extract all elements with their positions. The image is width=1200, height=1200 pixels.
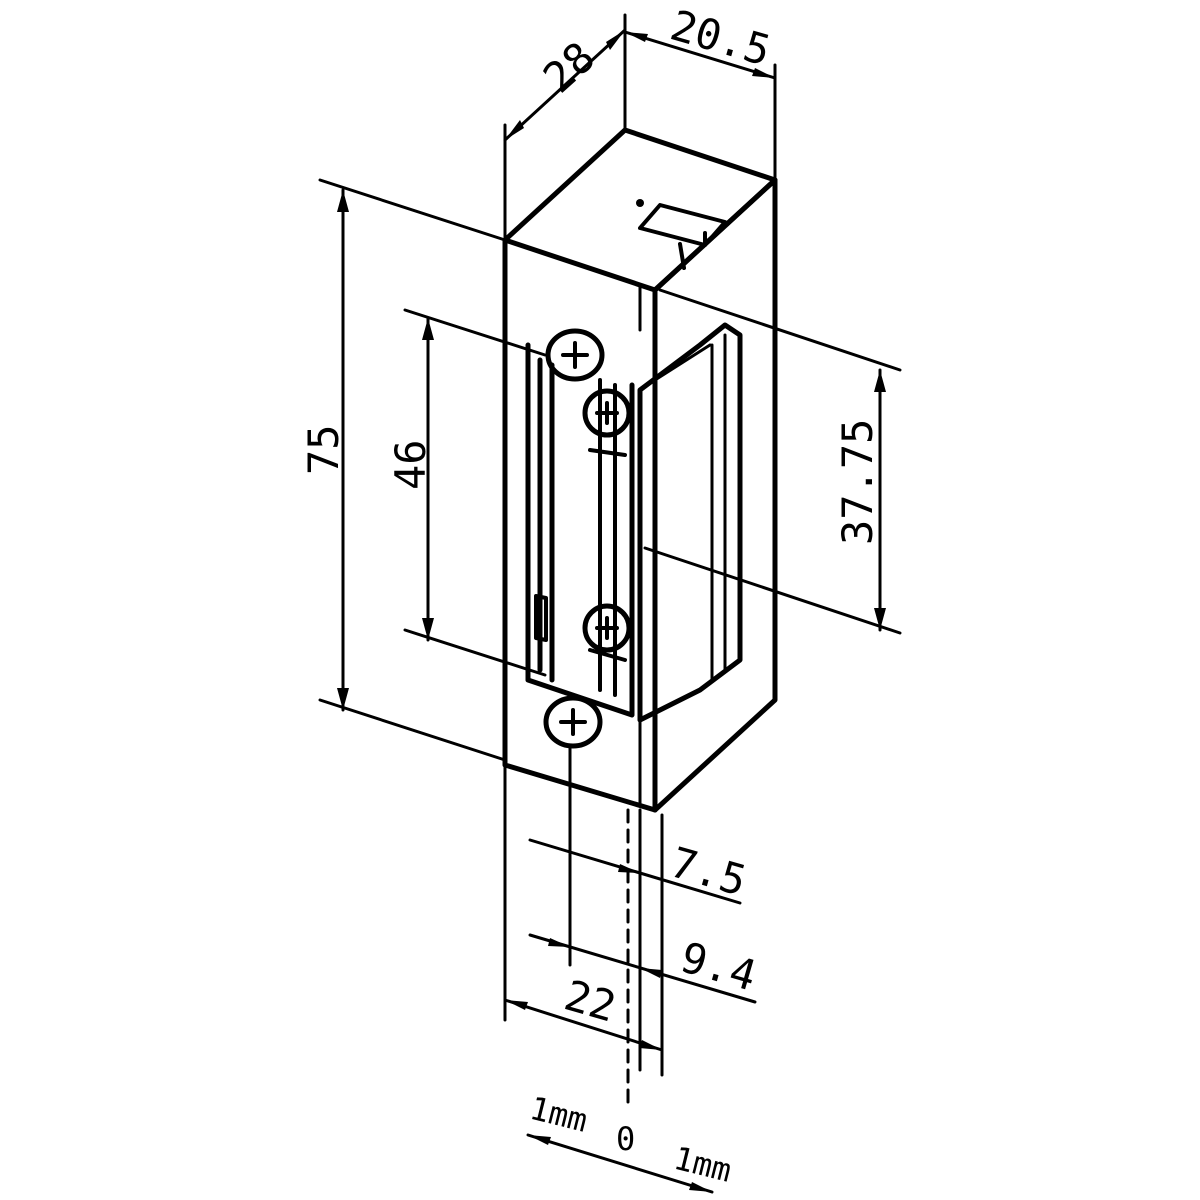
latch-slot xyxy=(534,594,548,642)
latch-mechanism xyxy=(525,322,743,723)
label-latch-center: 37.75 xyxy=(833,419,882,545)
label-adjust-left: 1mm xyxy=(526,1089,591,1140)
label-adjust-zero: 0 xyxy=(616,1120,635,1158)
label-height-total: 75 xyxy=(299,424,348,475)
extension-lines-bottom xyxy=(503,746,664,1112)
dimension-depth: 28 xyxy=(503,13,627,242)
top-face xyxy=(502,127,778,293)
screw-upper-latch xyxy=(582,388,632,438)
dimension-offset-b: 9.4 xyxy=(528,933,762,1004)
screw-top xyxy=(545,328,605,382)
label-offset-b: 9.4 xyxy=(675,933,761,1001)
inner-channel xyxy=(588,378,627,697)
screw-bottom xyxy=(543,695,603,749)
adjustment-range: 1mm 0 1mm xyxy=(526,1089,735,1194)
side-face xyxy=(652,177,778,813)
dimension-front-width: 22 xyxy=(503,971,664,1052)
label-front-width: 22 xyxy=(559,971,621,1032)
label-screw-spacing: 46 xyxy=(386,439,435,490)
dimension-height-total: 75 xyxy=(299,178,507,762)
dimension-latch-center: 37.75 xyxy=(643,288,902,635)
label-depth: 28 xyxy=(534,32,604,102)
label-width-top: 20.5 xyxy=(665,1,776,76)
latch-cover-edge xyxy=(653,333,727,682)
label-offset-a: 7.5 xyxy=(665,838,751,906)
top-hole xyxy=(636,199,644,207)
dimension-screw-spacing: 46 xyxy=(386,308,547,677)
screw-lower-latch xyxy=(582,603,632,653)
latch-cover xyxy=(637,322,743,723)
